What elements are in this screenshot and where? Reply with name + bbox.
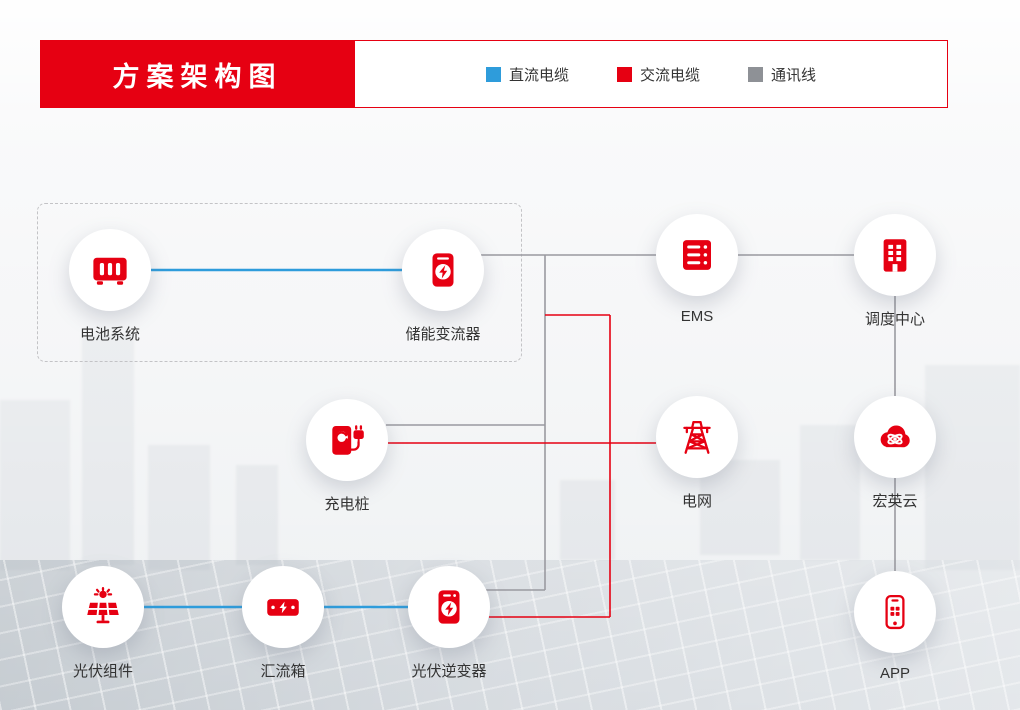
node-label: 光伏逆变器 <box>411 663 487 680</box>
node-label: 充电桩 <box>324 496 370 513</box>
node-power-grid: 电网 <box>656 396 738 510</box>
dc-lines <box>144 268 408 609</box>
smartphone-icon <box>885 594 905 630</box>
node-pv-module: 光伏组件 <box>62 566 144 680</box>
node-hongying-cloud: 宏英云 <box>854 396 936 510</box>
node-label: 电池系统 <box>79 326 141 343</box>
legend-label: 交流电缆 <box>639 66 700 84</box>
node-circle <box>306 399 388 481</box>
cloud-icon <box>880 425 910 448</box>
combiner-box-icon <box>267 599 299 616</box>
node-circle <box>242 566 324 648</box>
comm-lines <box>386 254 896 591</box>
node-ems: EMS <box>656 214 738 325</box>
transmission-tower-icon <box>683 420 711 454</box>
node-circle <box>62 566 144 648</box>
legend: 直流电缆 交流电缆 通讯线 <box>355 41 947 107</box>
node-label: APP <box>879 665 911 682</box>
node-combiner-box: 汇流箱 <box>242 566 324 680</box>
node-circle <box>854 571 936 653</box>
storage-converter-icon <box>432 253 454 287</box>
node-label: 储能变流器 <box>405 326 481 343</box>
node-circle <box>854 396 936 478</box>
node-label: EMS <box>680 308 714 325</box>
node-label: 电网 <box>681 493 713 510</box>
node-circle <box>408 566 490 648</box>
storage-system-group-outline <box>37 203 522 362</box>
node-label: 宏英云 <box>872 493 918 510</box>
legend-label: 直流电缆 <box>508 66 569 84</box>
solar-panel-icon <box>87 586 119 624</box>
node-label: 光伏组件 <box>72 663 134 680</box>
node-circle <box>656 214 738 296</box>
node-battery-system: 电池系统 <box>69 229 151 343</box>
page-title: 方案架构图 <box>40 40 355 108</box>
node-circle <box>69 229 151 311</box>
node-dispatch-center: 调度中心 <box>854 214 936 328</box>
legend-item-comm-line: 通讯线 <box>748 64 816 85</box>
node-label: 汇流箱 <box>260 663 306 680</box>
battery-cabinet-icon <box>93 257 127 285</box>
header: 方案架构图 直流电缆 交流电缆 通讯线 <box>40 40 948 108</box>
node-label: 调度中心 <box>864 311 926 328</box>
server-icon <box>683 240 711 270</box>
node-circle <box>402 229 484 311</box>
node-app: APP <box>854 571 936 682</box>
node-storage-converter: 储能变流器 <box>402 229 484 343</box>
dc-cable-swatch-icon <box>485 66 501 82</box>
pv-inverter-icon <box>438 590 460 624</box>
building-icon <box>883 239 907 272</box>
legend-label: 通讯线 <box>771 66 817 84</box>
ac-cable-swatch-icon <box>616 66 632 82</box>
legend-item-ac-cable: 交流电缆 <box>616 64 700 85</box>
ac-lines <box>388 314 656 618</box>
node-pv-inverter: 光伏逆变器 <box>408 566 490 680</box>
node-circle <box>854 214 936 296</box>
comm-line-swatch-icon <box>748 66 763 82</box>
node-charging-pile: 充电桩 <box>306 399 388 513</box>
ev-charger-icon <box>332 425 364 455</box>
node-circle <box>656 396 738 478</box>
legend-item-dc-cable: 直流电缆 <box>485 64 569 85</box>
